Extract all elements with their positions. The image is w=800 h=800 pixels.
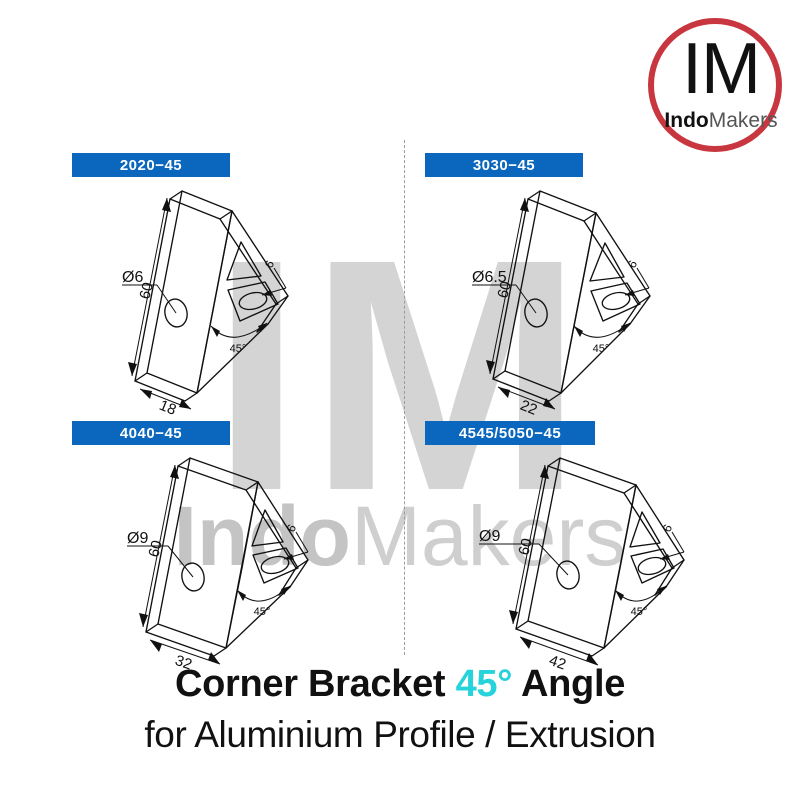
dim-angle-3030: 45° [593, 343, 610, 355]
variant-label-2020-45: 2020−45 [72, 153, 230, 177]
logo: IM IndoMakers [648, 18, 782, 152]
logo-initials: IM [682, 29, 761, 109]
logo-brand-light: Makers [708, 109, 778, 132]
dim-length-4545: 60 [515, 537, 536, 558]
page-title: Corner Bracket 45° Angle [0, 663, 800, 707]
page-subtitle: for Aluminium Profile / Extrusion [144, 714, 656, 755]
dim-thickness-3030: 6 [625, 258, 641, 271]
logo-brand-name: IndoMakers [654, 110, 788, 131]
dim-width-3030: 22 [518, 397, 540, 419]
logo-brand-bold: Indo [664, 109, 709, 132]
drawing-4040-45: 60 32 Ø9 6 45° [112, 448, 347, 673]
drawing-2020-45: 60 18 Ø6 6 [110, 180, 340, 419]
dim-hole-dia-4040: Ø9 [127, 530, 148, 547]
dim-width-4545: 42 [547, 652, 568, 674]
dim-angle-4040: 45° [254, 606, 271, 618]
variant-label-3030-45: 3030−45 [425, 153, 583, 177]
dim-width-4040: 32 [173, 652, 194, 674]
dim-width-2020: 18 [157, 397, 179, 419]
page-title-accent: 45° [455, 663, 513, 705]
dim-length-4040: 60 [145, 539, 166, 560]
drawing-4545-5050-45: 60 42 Ø9 6 45° [478, 448, 723, 673]
dim-thickness-4040: 6 [284, 522, 300, 535]
dim-hole-dia-4545: Ø9 [479, 528, 500, 545]
dim-angle-2020: 45° [230, 343, 247, 355]
dim-length-2020: 60 [136, 281, 157, 302]
variant-label-4040-45: 4040−45 [72, 421, 230, 445]
drawing-3030-45: 60 22 Ø6.5 6 45° [468, 180, 698, 419]
dim-hole-dia-3030: Ø6.5 [472, 269, 507, 286]
dim-angle-4545: 45° [631, 606, 648, 618]
dim-hole-dia-2020: Ø6 [122, 269, 143, 286]
variant-label-4545-5050-45: 4545/5050−45 [425, 421, 595, 445]
page-title-before: Corner Bracket [174, 663, 456, 705]
dim-thickness-2020: 6 [262, 258, 278, 271]
page-title-after: Angle [512, 663, 626, 705]
vertical-divider [404, 140, 405, 655]
dim-thickness-4545: 6 [660, 522, 676, 535]
